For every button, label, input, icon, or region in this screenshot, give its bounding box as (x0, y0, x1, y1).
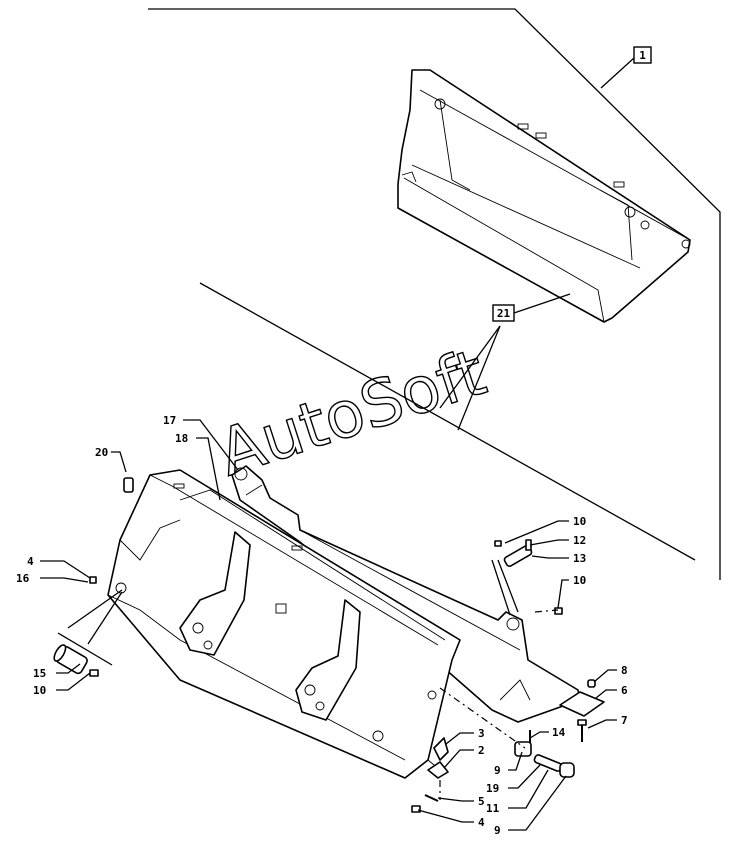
watermark: AutoSoft (209, 335, 495, 492)
upper-bucket (397, 69, 691, 323)
callout-10-upper-right: 10 (573, 515, 586, 528)
box-1-label: 1 (639, 49, 646, 62)
callout-13: 13 (573, 552, 586, 565)
callout-labels: 17 18 20 4 16 15 10 10 12 13 10 8 6 7 14… (16, 414, 628, 837)
reference-box-21: 21 (439, 293, 571, 431)
callout-12: 12 (573, 534, 586, 547)
callout-10-left: 10 (33, 684, 46, 697)
callout-19: 19 (486, 782, 499, 795)
callout-14: 14 (552, 726, 566, 739)
callout-16: 16 (16, 572, 30, 585)
svg-text:AutoSoft: AutoSoft (210, 336, 494, 491)
callout-4-left: 4 (27, 555, 34, 568)
callout-9-upper: 9 (494, 764, 501, 777)
callout-8: 8 (621, 664, 628, 677)
callout-7: 7 (621, 714, 628, 727)
callout-18: 18 (175, 432, 188, 445)
callout-11: 11 (486, 802, 500, 815)
callout-5: 5 (478, 795, 485, 808)
reference-box-1: 1 (633, 46, 652, 64)
callout-15: 15 (33, 667, 46, 680)
lower-bucket-front (107, 469, 461, 779)
frame-lines (148, 8, 721, 580)
callout-4-bottom: 4 (478, 816, 485, 829)
callout-9-lower: 9 (494, 824, 501, 837)
callout-2: 2 (478, 744, 485, 757)
box-21-label: 21 (497, 307, 511, 320)
callout-3: 3 (478, 727, 485, 740)
callout-10-right: 10 (573, 574, 586, 587)
small-parts (53, 477, 605, 813)
callout-17: 17 (163, 414, 176, 427)
leader-lines (40, 419, 617, 831)
callout-6: 6 (621, 684, 628, 697)
callout-20: 20 (95, 446, 108, 459)
